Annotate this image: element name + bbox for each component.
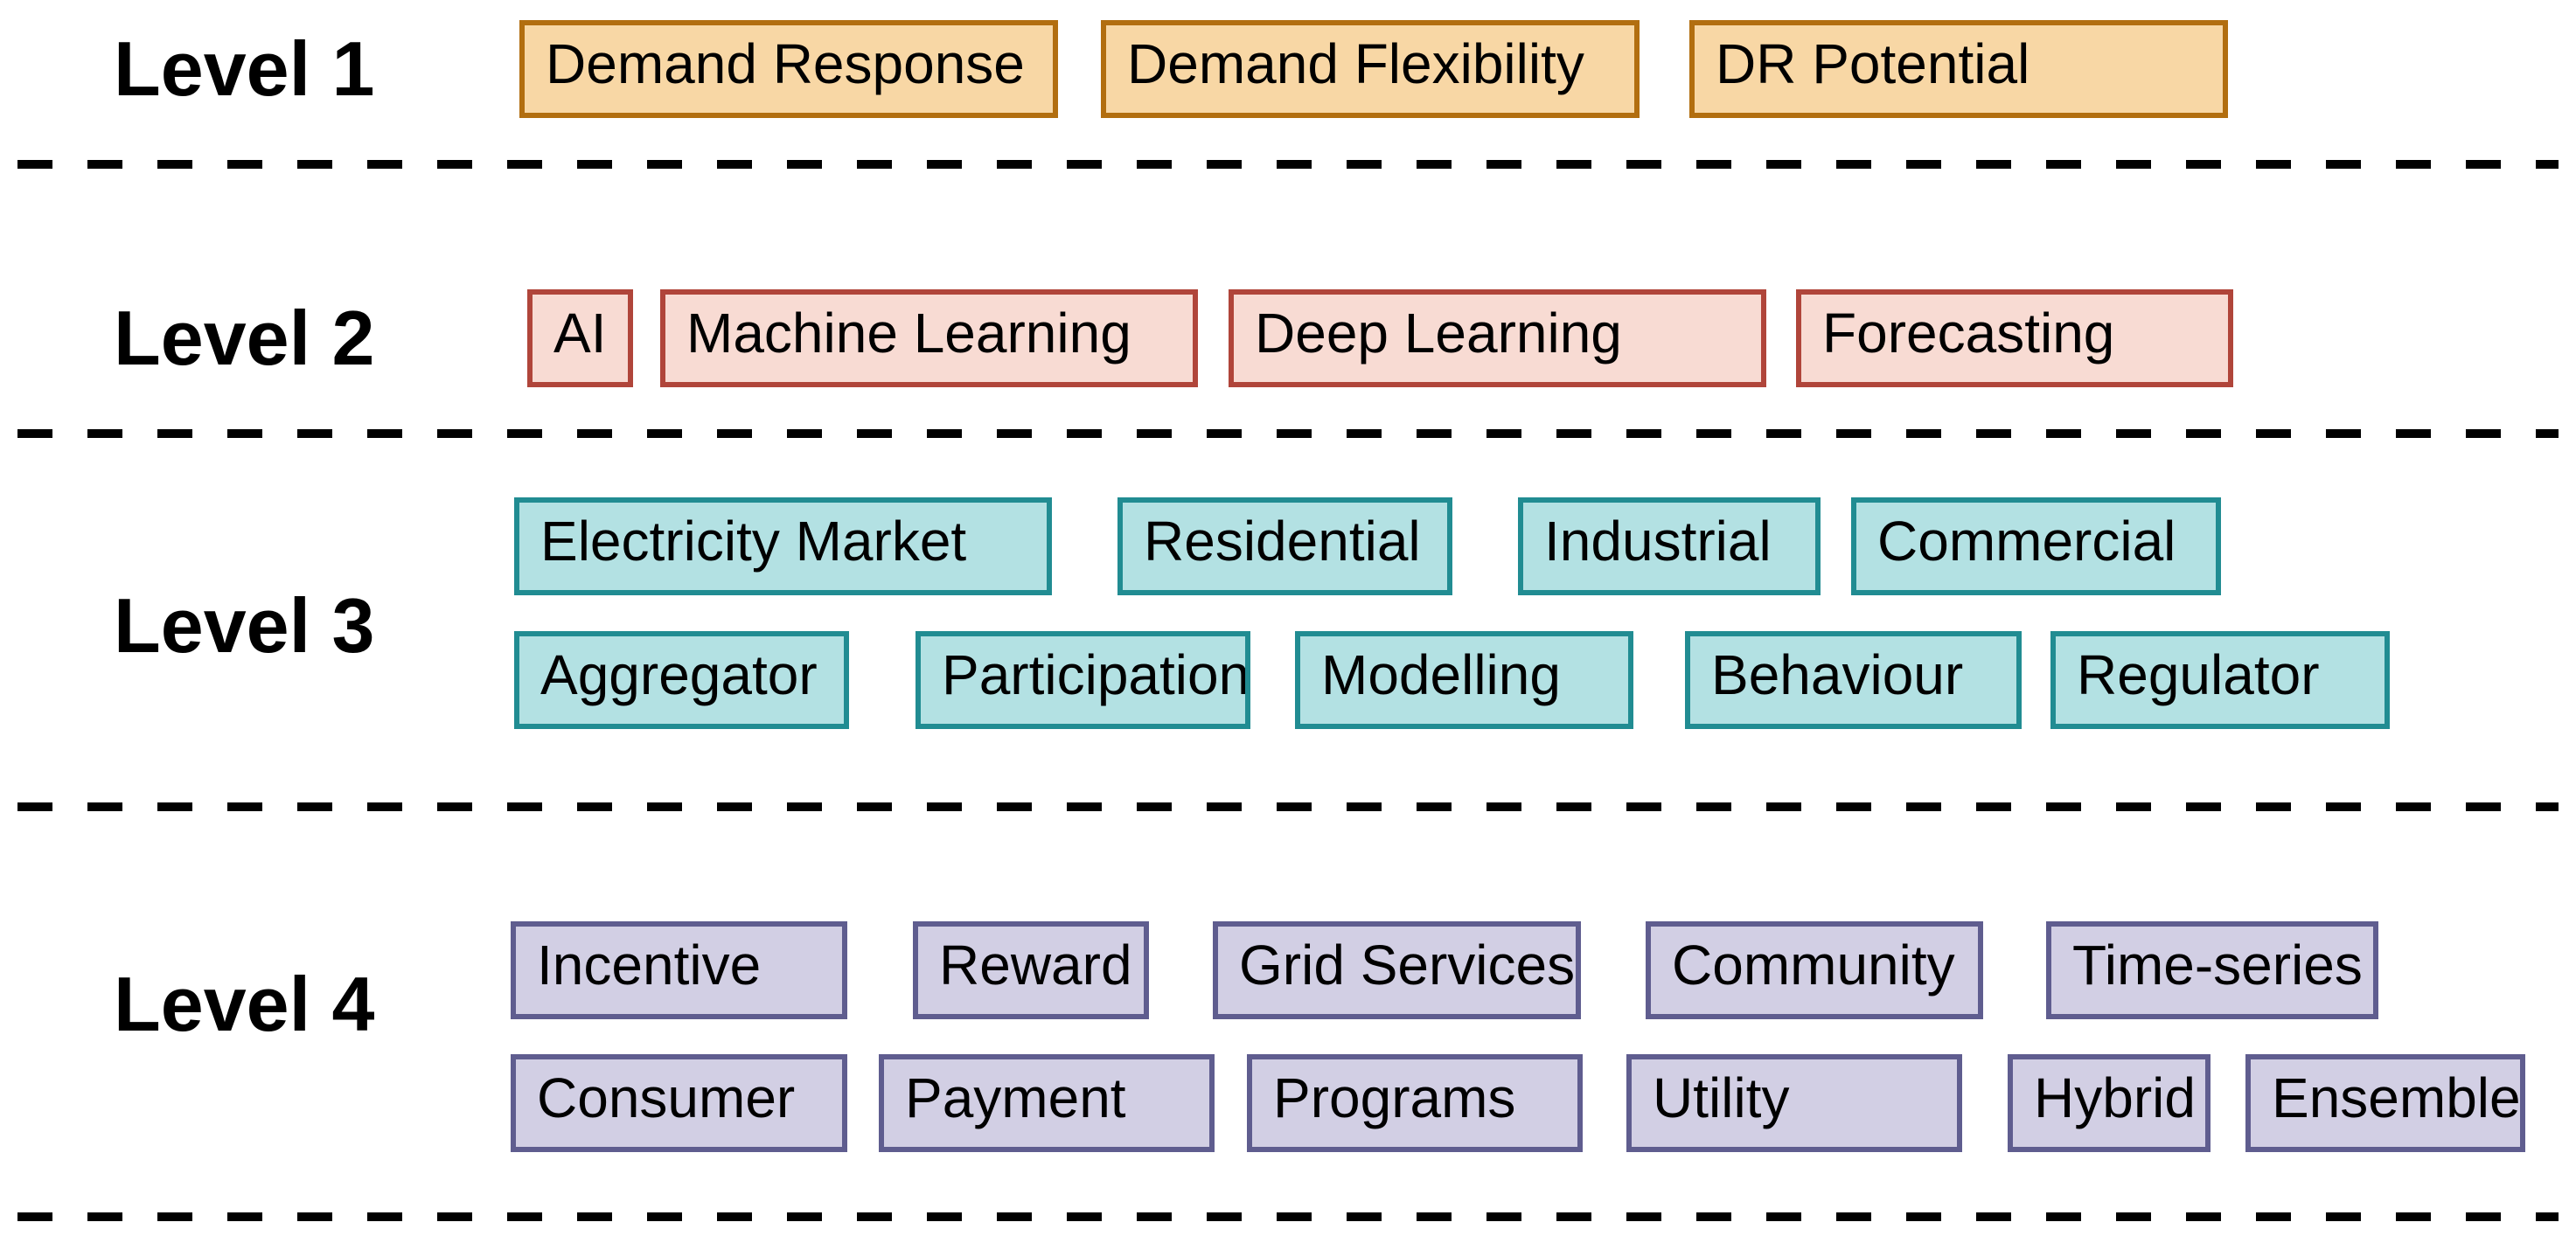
dashed-separator-2 bbox=[17, 429, 2559, 438]
keyword-box-time-series: Time-series bbox=[2046, 921, 2378, 1019]
keyword-box-dr-potential: DR Potential bbox=[1689, 20, 2228, 118]
keyword-box-deep-learning: Deep Learning bbox=[1229, 289, 1766, 387]
keyword-box-payment: Payment bbox=[879, 1054, 1215, 1152]
keyword-box-industrial: Industrial bbox=[1518, 497, 1821, 595]
keyword-box-residential: Residential bbox=[1117, 497, 1452, 595]
keyword-box-ai: AI bbox=[527, 289, 633, 387]
keyword-box-machine-learning: Machine Learning bbox=[660, 289, 1198, 387]
keyword-box-community: Community bbox=[1646, 921, 1983, 1019]
keyword-box-grid-services: Grid Services bbox=[1213, 921, 1581, 1019]
keyword-box-programs: Programs bbox=[1247, 1054, 1583, 1152]
level-1-label: Level 1 bbox=[114, 25, 375, 112]
dashed-separator-4 bbox=[17, 1212, 2559, 1221]
keyword-box-ensemble: Ensemble bbox=[2245, 1054, 2525, 1152]
keyword-box-behaviour: Behaviour bbox=[1685, 631, 2022, 729]
level-3-label: Level 3 bbox=[114, 582, 375, 669]
keyword-box-aggregator: Aggregator bbox=[514, 631, 849, 729]
keyword-box-participation: Participation bbox=[916, 631, 1250, 729]
keyword-box-hybrid: Hybrid bbox=[2008, 1054, 2210, 1152]
keyword-box-forecasting: Forecasting bbox=[1796, 289, 2233, 387]
dashed-separator-3 bbox=[17, 802, 2559, 811]
keyword-box-electricity-market: Electricity Market bbox=[514, 497, 1052, 595]
keyword-box-utility: Utility bbox=[1626, 1054, 1962, 1152]
keyword-box-modelling: Modelling bbox=[1295, 631, 1633, 729]
keyword-box-incentive: Incentive bbox=[511, 921, 847, 1019]
keyword-box-commercial: Commercial bbox=[1851, 497, 2221, 595]
level-4-label: Level 4 bbox=[114, 961, 375, 1047]
keyword-box-demand-response: Demand Response bbox=[519, 20, 1058, 118]
keyword-box-regulator: Regulator bbox=[2050, 631, 2390, 729]
keyword-box-demand-flexibility: Demand Flexibility bbox=[1101, 20, 1640, 118]
dashed-separator-1 bbox=[17, 160, 2559, 169]
keyword-box-consumer: Consumer bbox=[511, 1054, 847, 1152]
level-2-label: Level 2 bbox=[114, 295, 375, 381]
keyword-box-reward: Reward bbox=[913, 921, 1149, 1019]
